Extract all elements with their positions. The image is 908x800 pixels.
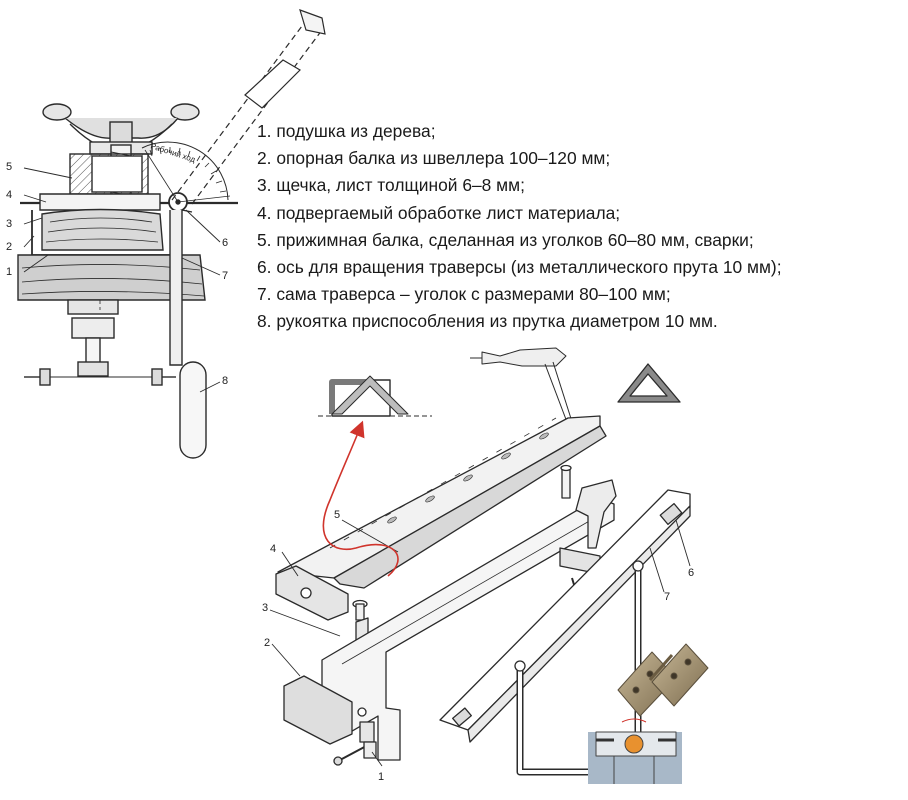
legend-item: 1. подушка из дерева; [257,121,436,141]
assembly-callout-2: 2 [264,637,270,649]
assembly-callouts: 5 4 3 2 1 6 7 [262,509,694,783]
door-hinge-icon [617,643,709,717]
assembly-callout-7: 7 [664,591,670,603]
mounting-plate [283,675,353,745]
assembly-callout-1: 1 [378,771,384,783]
traverse-beam [439,489,691,731]
legend-item: 2. опорная балка из швеллера 100–120 мм; [257,148,611,169]
clamp-beam [277,415,601,579]
protractor-label: Рабочий ход [149,141,196,164]
section-callout-8: 8 [222,375,228,387]
assembly-callout-5: 5 [334,509,340,521]
section-callouts: 5 4 3 2 1 6 7 8 [6,161,228,387]
legend-item: 7. сама траверса – уголок с размерами 80… [257,284,671,305]
section-callout-4: 4 [6,189,12,201]
angle-profile-icon [318,375,432,417]
section-view [17,9,326,459]
legend-item: 4. подвергаемый обработке лист материала… [257,202,621,223]
section-callout-3: 3 [6,218,12,230]
legend-item: 8. рукоятка приспособления из прутка диа… [257,311,718,332]
assembly-callout-6: 6 [688,567,694,579]
legend-item: 6. ось для вращения траверсы (из металли… [257,257,782,278]
assembly-callout-4: 4 [270,543,276,555]
hinge-section-icon [588,718,682,784]
bend-direction-arrow [322,420,399,577]
traverse-section [169,210,183,366]
section-callout-7: 7 [222,270,228,282]
assembly-view [269,347,709,784]
axis-pin [659,502,683,526]
section-callout-2: 2 [6,241,12,253]
section-callout-1: 1 [6,266,12,278]
work-stroke-arc [141,141,229,201]
section-callout-5: 5 [6,161,12,173]
sheet-plate [275,565,349,621]
hinge-bracket [575,479,617,549]
handle-rod [179,361,207,459]
legend-item: 3. щечка, лист толщиной 6–8 мм; [257,175,525,196]
wood-cushion [41,208,164,251]
section-callout-6: 6 [222,237,228,249]
parts-legend: 1. подушка из дерева; 2. опорная балка и… [257,118,782,336]
triangle-profile-icon [617,363,681,403]
legend-item: 5. прижимная балка, сделанная из уголков… [257,229,754,250]
clamp-beam-section [39,193,161,211]
assembly-callout-3: 3 [262,602,268,614]
